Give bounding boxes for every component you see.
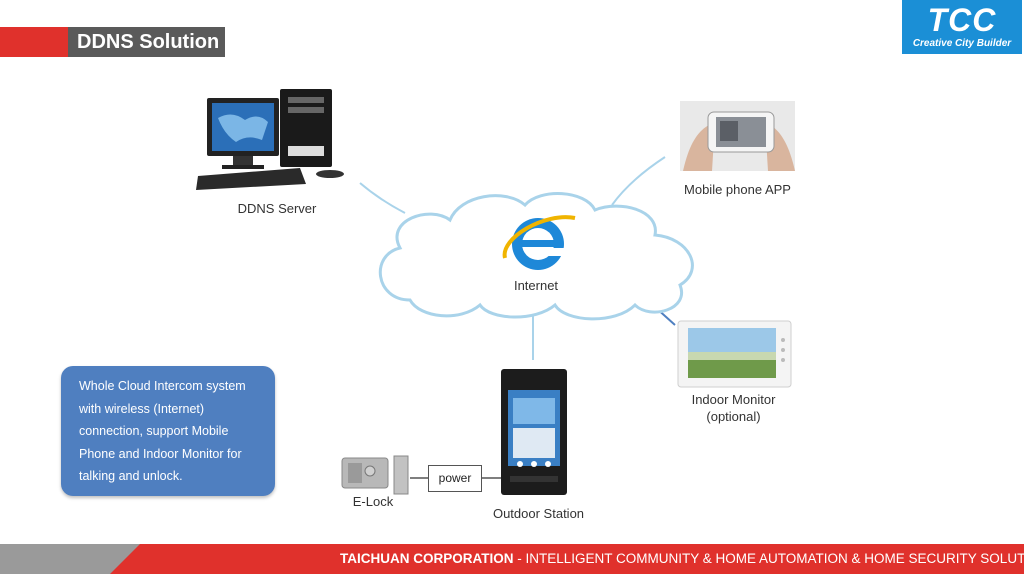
power-box: power <box>428 465 482 492</box>
mobile-internet-link <box>612 157 665 205</box>
mobile-app-label: Mobile phone APP <box>670 182 805 197</box>
outdoor-station-image <box>501 369 567 495</box>
e-lock-label: E-Lock <box>338 494 408 509</box>
info-line: talking and unlock. <box>79 465 263 488</box>
internet-label: Internet <box>500 278 572 293</box>
indoor-monitor-label: Indoor Monitor <box>675 392 792 407</box>
e-lock-image <box>342 456 408 494</box>
indoor-monitor-image <box>678 321 791 387</box>
mobile-phone-image <box>680 101 795 171</box>
info-line: Whole Cloud Intercom system <box>79 375 263 398</box>
footer-tagline: - INTELLIGENT COMMUNITY & HOME AUTOMATIO… <box>514 551 1024 566</box>
ddns-server-label: DDNS Server <box>217 201 337 216</box>
outdoor-station-label: Outdoor Station <box>480 506 597 521</box>
info-description-box: Whole Cloud Intercom system with wireles… <box>61 366 275 496</box>
ddns-server-computer-icon <box>196 89 344 190</box>
info-line: connection, support Mobile <box>79 420 263 443</box>
indoor-monitor-optional-label: (optional) <box>675 409 792 424</box>
footer-company: TAICHUAN CORPORATION <box>340 551 514 566</box>
info-line: Phone and Indoor Monitor for <box>79 443 263 466</box>
footer-text: TAICHUAN CORPORATION - INTELLIGENT COMMU… <box>340 544 1020 574</box>
server-internet-link <box>360 183 405 213</box>
info-line: with wireless (Internet) <box>79 398 263 421</box>
